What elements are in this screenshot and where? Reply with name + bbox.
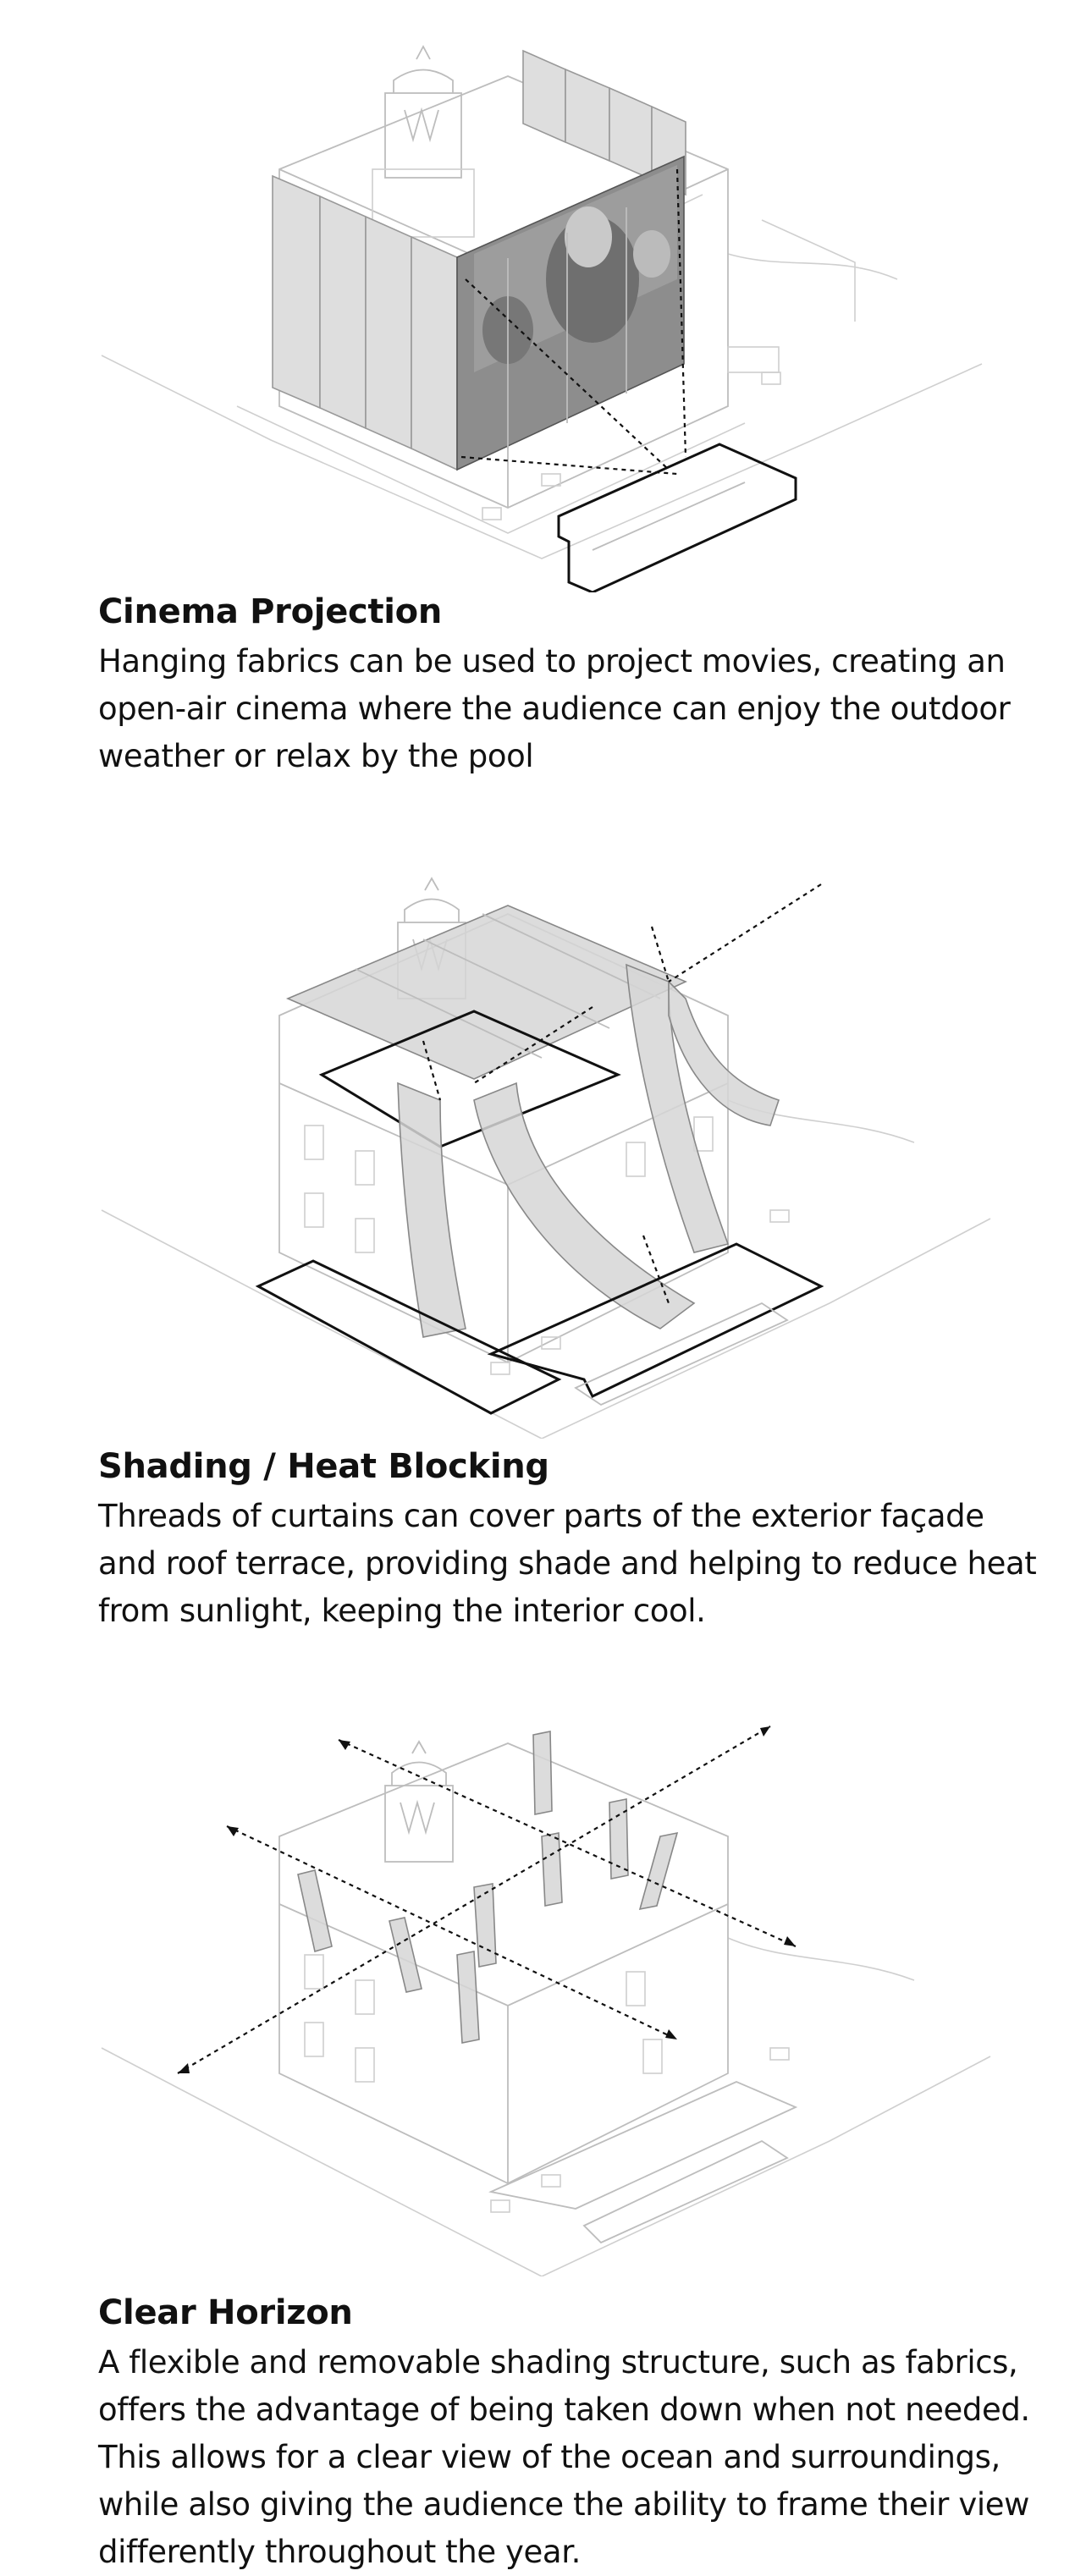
clear-horizon-caption: Clear Horizon A flexible and removable s… [98, 2293, 1046, 2576]
cinema-projection-drawing [101, 45, 983, 592]
shading-title: Shading / Heat Blocking [98, 1447, 549, 1486]
terrace-furniture [482, 346, 781, 520]
terrace-outlines [488, 2081, 798, 2244]
building-massing [278, 1742, 729, 2185]
clear-horizon-drawing [101, 1726, 991, 2276]
section-clear-horizon: Clear Horizon A flexible and removable s… [0, 1684, 1086, 2570]
context-lines [101, 219, 983, 559]
context-lines [101, 1937, 991, 2276]
terrace-furniture [490, 2047, 790, 2213]
cinema-projection-body: Hanging fabrics can be used to project m… [98, 643, 1011, 774]
pool-outline [557, 443, 797, 592]
shading-body: Threads of curtains can cover parts of t… [98, 1498, 1037, 1629]
section-cinema-projection: Cinema Projection Hanging fabrics can be… [0, 0, 1086, 812]
cinema-projection-title: Cinema Projection [98, 592, 443, 631]
section-shading: Shading / Heat Blocking Threads of curta… [0, 846, 1086, 1676]
cinema-projection-caption: Cinema Projection Hanging fabrics can be… [98, 592, 1046, 780]
shading-caption: Shading / Heat Blocking Threads of curta… [98, 1447, 1046, 1635]
sun-rays [422, 883, 822, 1304]
view-arrows [177, 1726, 797, 2074]
lighthouse-tower [384, 1740, 454, 1863]
context-lines [101, 1099, 991, 1439]
hanging-fabric-panels [272, 49, 686, 471]
shading-drawing [101, 877, 991, 1439]
removable-shading-strips [297, 1731, 679, 2044]
clear-horizon-body: A flexible and removable shading structu… [98, 2344, 1030, 2570]
lighthouse-tower [372, 45, 475, 238]
projection-screen [456, 155, 685, 471]
projection-rays [460, 168, 687, 476]
terrace-furniture [490, 1209, 790, 1375]
hanging-curtains [397, 963, 780, 1338]
clear-horizon-title: Clear Horizon [98, 2293, 353, 2332]
roof-canopy [285, 905, 687, 1080]
terrace-outlines [255, 1242, 824, 1415]
